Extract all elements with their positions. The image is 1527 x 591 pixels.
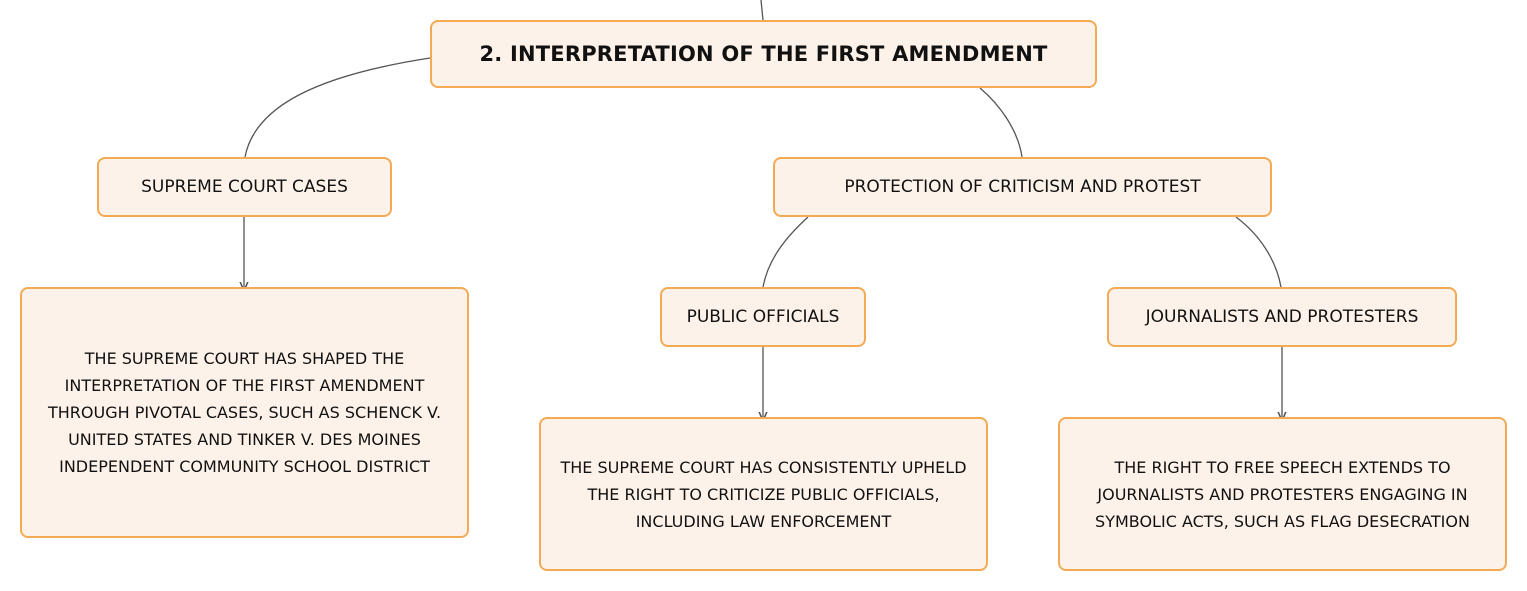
- detail-node-journalists-and-protesters[interactable]: THE RIGHT TO FREE SPEECH EXTENDS TO JOUR…: [1058, 417, 1507, 571]
- topic-node-supreme-court-cases[interactable]: SUPREME COURT CASES: [97, 157, 392, 217]
- topic-label-journalists-and-protesters: JOURNALISTS AND PROTESTERS: [1145, 307, 1419, 327]
- topic-node-journalists-and-protesters[interactable]: JOURNALISTS AND PROTESTERS: [1107, 287, 1457, 347]
- connector-protection-to-public-officials: [762, 216, 809, 288]
- root-topic-node[interactable]: 2. INTERPRETATION OF THE FIRST AMENDMENT: [430, 20, 1097, 88]
- topic-node-protection-of-criticism-and-protest[interactable]: PROTECTION OF CRITICISM AND PROTEST: [773, 157, 1272, 217]
- connector-root-to-supreme-court-cases: [244, 57, 431, 158]
- connector-protection-to-journalists: [1235, 216, 1282, 288]
- connector-root-to-protection: [979, 87, 1023, 158]
- detail-node-public-officials[interactable]: THE SUPREME COURT HAS CONSISTENTLY UPHEL…: [539, 417, 988, 571]
- topic-label-protection-of-criticism-and-protest: PROTECTION OF CRITICISM AND PROTEST: [844, 177, 1201, 197]
- topic-label-public-officials: PUBLIC OFFICIALS: [686, 307, 840, 327]
- topic-node-public-officials[interactable]: PUBLIC OFFICIALS: [660, 287, 866, 347]
- detail-text-supreme-court-cases: THE SUPREME COURT HAS SHAPED THE INTERPR…: [47, 349, 442, 476]
- detail-node-supreme-court-cases[interactable]: THE SUPREME COURT HAS SHAPED THE INTERPR…: [20, 287, 469, 538]
- topic-label-supreme-court-cases: SUPREME COURT CASES: [141, 177, 348, 197]
- root-topic-label: 2. INTERPRETATION OF THE FIRST AMENDMENT: [479, 42, 1048, 66]
- detail-text-public-officials: THE SUPREME COURT HAS CONSISTENTLY UPHEL…: [560, 457, 967, 531]
- connector-parent-to-root: [760, 0, 764, 21]
- detail-text-journalists-and-protesters: THE RIGHT TO FREE SPEECH EXTENDS TO JOUR…: [1095, 457, 1470, 531]
